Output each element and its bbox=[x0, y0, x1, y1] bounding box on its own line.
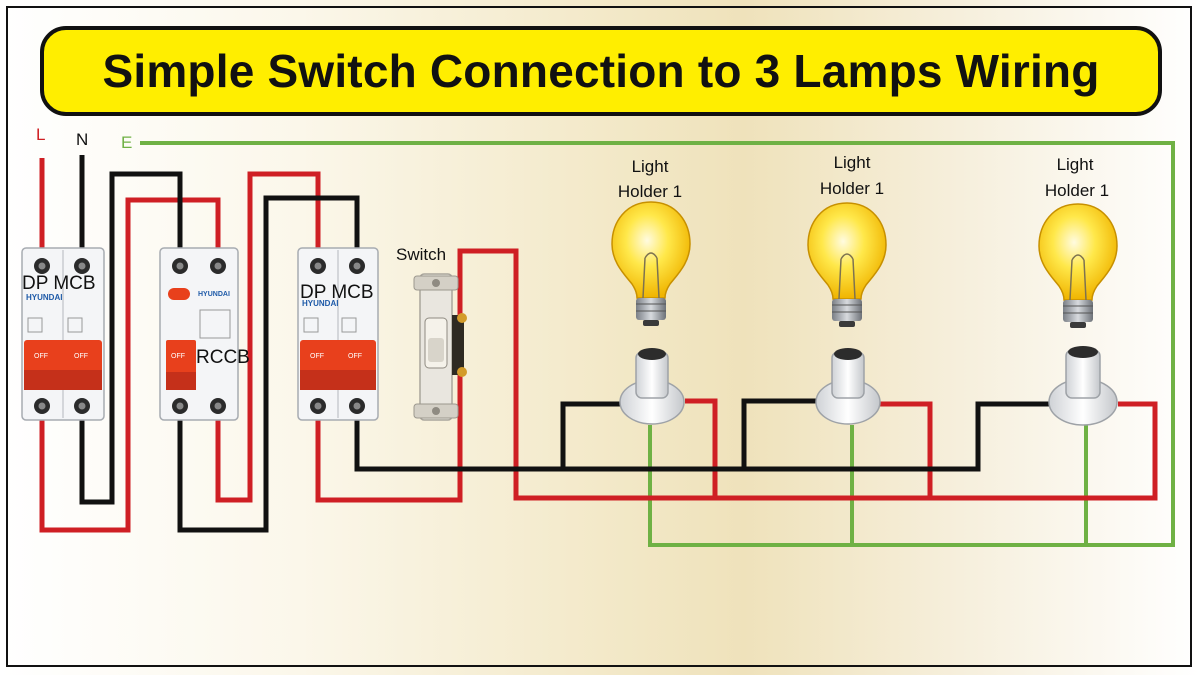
title-banner: Simple Switch Connection to 3 Lamps Wiri… bbox=[40, 26, 1162, 116]
lamp-2-label-line2: Holder 1 bbox=[820, 179, 884, 198]
rccb-brand: HYUNDAI bbox=[198, 291, 230, 298]
neutral-bus-wire bbox=[354, 401, 1052, 472]
mcb1-label: DP MCB bbox=[22, 273, 96, 294]
mcb1-toggle-handle bbox=[24, 340, 102, 378]
mcb2-toggle-handle bbox=[300, 340, 376, 378]
dp-mcb-1: HYUNDAI OFF OFF bbox=[21, 247, 105, 421]
dp-mcb-2: HYUNDAI OFF OFF bbox=[297, 247, 379, 421]
rccb: HYUNDAI OFF bbox=[159, 247, 239, 421]
rccb-label: RCCB bbox=[196, 347, 250, 368]
rccb-to-mcb2-neutral-wire bbox=[177, 195, 360, 533]
mcb1-to-rccb-line-wire bbox=[39, 197, 221, 533]
mcb1-off-text-right: OFF bbox=[74, 353, 88, 360]
mcb2-off-text-left: OFF bbox=[310, 353, 324, 360]
rccb-test-button bbox=[168, 288, 190, 300]
switch-label: Switch bbox=[396, 245, 446, 264]
mcb2-brand: HYUNDAI bbox=[302, 299, 338, 308]
mcb1-to-rccb-neutral-wire bbox=[79, 171, 183, 505]
lamp-3-label-line1: Light bbox=[1057, 155, 1094, 174]
switched-line-lamp-2 bbox=[878, 401, 933, 498]
mcb1-off-text-left: OFF bbox=[34, 353, 48, 360]
neutral-lamp-1 bbox=[560, 401, 622, 469]
lamp-2-label-line1: Light bbox=[834, 153, 871, 172]
mcb2-label: DP MCB bbox=[300, 282, 374, 303]
lamp-2 bbox=[807, 202, 887, 425]
earth-wire bbox=[140, 141, 1175, 547]
lamp-3-label-line2: Holder 1 bbox=[1045, 181, 1109, 200]
neutral-label: N bbox=[76, 130, 88, 149]
lamp-1 bbox=[611, 201, 691, 425]
bulb-icon bbox=[807, 202, 887, 327]
bulb-icon bbox=[1038, 203, 1118, 328]
lamp-holder-icon bbox=[619, 348, 685, 425]
earth-label: E bbox=[121, 133, 132, 152]
lamp-holder-icon bbox=[815, 348, 881, 425]
lamp-1-label-line2: Holder 1 bbox=[618, 182, 682, 201]
mcb2-off-text-right: OFF bbox=[348, 353, 362, 360]
bulb-icon bbox=[611, 201, 691, 326]
page-title: Simple Switch Connection to 3 Lamps Wiri… bbox=[102, 45, 1100, 97]
switch-device bbox=[413, 273, 467, 421]
line-label: L bbox=[36, 125, 45, 144]
lamp-1-label-line1: Light bbox=[632, 157, 669, 176]
mcb2-to-switch-line-wire bbox=[315, 248, 1158, 503]
rccb-off-text: OFF bbox=[171, 353, 185, 360]
switched-line-lamp-1 bbox=[685, 398, 718, 498]
lamp-holder-icon bbox=[1048, 346, 1118, 426]
rccb-to-mcb2-line-wire bbox=[215, 171, 321, 503]
neutral-lamp-2 bbox=[741, 398, 820, 469]
lamp-3 bbox=[1038, 203, 1118, 426]
mcb1-brand: HYUNDAI bbox=[26, 293, 62, 302]
